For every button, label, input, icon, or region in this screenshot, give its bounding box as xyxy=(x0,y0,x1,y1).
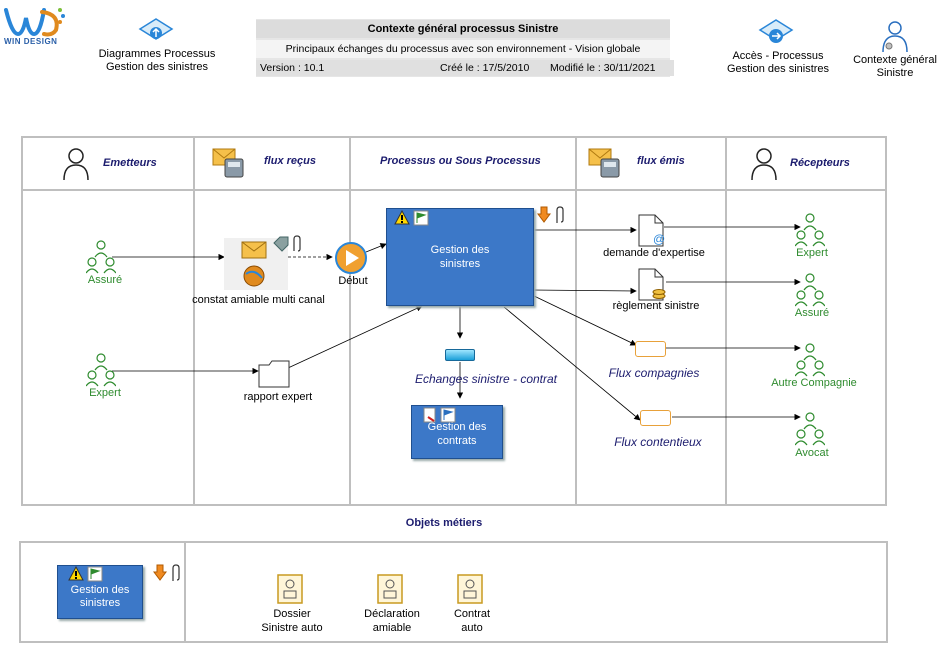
business-objects-title: Objets métiers xyxy=(405,517,483,529)
col-flux-in-header: flux reçus xyxy=(264,155,316,167)
object-declaration-line1: Déclaration xyxy=(364,608,420,620)
receiver-autre-compagnie-label: Autre Compagnie xyxy=(771,377,857,389)
flux-contentieux-box[interactable] xyxy=(640,410,671,426)
created-label: Créé le : 17/5/2010 xyxy=(436,60,546,76)
actor-group-icon xyxy=(86,353,116,387)
flux-compagnies-box[interactable] xyxy=(635,341,666,357)
constat-label: constat amiable multi canal xyxy=(192,294,325,306)
nav-context-button[interactable]: Contexte général Sinistre xyxy=(848,20,942,82)
flux-compagnies-label: Flux compagnies xyxy=(608,366,700,380)
nav-access-button[interactable]: Accès - Processus Gestion des sinistres xyxy=(718,16,838,76)
arrow-down-paperclip-icon xyxy=(537,206,564,223)
receiver-assure-label: Assuré xyxy=(794,307,830,319)
col-flux-out-header: flux émis xyxy=(637,155,685,167)
start-label: Début xyxy=(338,275,368,287)
object-dossier-line2: Sinistre auto xyxy=(261,622,323,634)
nav-context-line2: Sinistre xyxy=(876,67,914,79)
col-receivers-header: Récepteurs xyxy=(790,157,850,169)
flux-contentieux-label: Flux contentieux xyxy=(614,435,702,449)
exchange-label: Echanges sinistre - contrat xyxy=(414,372,558,386)
nav-diagrams-button[interactable]: Diagrammes Processus Gestion des sinistr… xyxy=(92,15,222,75)
object-contrat-line1: Contrat xyxy=(453,608,491,620)
actor-group-icon xyxy=(795,213,825,247)
windesign-logo: WIN DESIGN xyxy=(2,4,66,46)
business-object-icon[interactable] xyxy=(377,574,403,604)
object-contrat-line2: auto xyxy=(461,622,483,634)
nav-context-line1: Contexte général xyxy=(853,54,937,66)
exchange-connector[interactable] xyxy=(445,349,475,361)
graduation-arrow-up-icon xyxy=(138,18,174,40)
document-at-icon: @ xyxy=(638,214,665,247)
actor-group-icon xyxy=(795,412,825,446)
nav-diagrams-line2: Gestion des sinistres xyxy=(105,61,209,73)
main-process-line2: sinistres xyxy=(439,258,481,270)
mail-phone-icon xyxy=(212,148,244,178)
business-process-line1: Gestion des xyxy=(70,584,130,596)
business-process-line2: sinistres xyxy=(79,597,121,609)
document-coins-icon xyxy=(638,268,666,301)
nav-diagrams-line1: Diagrammes Processus xyxy=(98,48,216,60)
reglement-label: règlement sinistre xyxy=(612,300,700,312)
emitter-assure-label: Assuré xyxy=(87,274,123,286)
object-declaration-line2: amiable xyxy=(372,622,412,634)
actor-group-icon xyxy=(795,343,825,377)
modified-label: Modifié le : 30/11/2021 xyxy=(546,60,674,76)
page-title: Contexte général processus Sinistre xyxy=(256,20,670,38)
start-play-icon[interactable] xyxy=(334,241,368,275)
mail-globe-icon xyxy=(241,241,267,287)
version-label: Version : 10.1 xyxy=(256,60,438,76)
col-process-header: Processus ou Sous Processus xyxy=(380,155,541,167)
folder-icon xyxy=(258,360,290,388)
rapport-label: rapport expert xyxy=(243,391,313,403)
object-dossier-line1: Dossier xyxy=(273,608,311,620)
actor-group-icon xyxy=(86,240,116,274)
doc-flag-icon xyxy=(423,407,456,423)
page-subtitle: Principaux échanges du processus avec so… xyxy=(256,40,670,58)
main-process-line1: Gestion des xyxy=(430,244,490,256)
person-outline-icon xyxy=(751,148,777,181)
actor-group-icon xyxy=(795,273,825,307)
svg-text:@: @ xyxy=(653,232,665,246)
warning-flag-icon xyxy=(68,566,103,582)
user-badge-icon xyxy=(882,21,908,53)
main-process-box[interactable]: Gestion des sinistres xyxy=(386,208,534,306)
receiver-expert-label: Expert xyxy=(796,247,828,259)
graduation-arrow-right-icon xyxy=(758,19,794,43)
emitter-expert-label: Expert xyxy=(89,387,121,399)
logo-name: WIN DESIGN xyxy=(4,37,58,46)
arrow-down-paperclip-icon xyxy=(153,564,180,581)
nav-access-line1: Accès - Processus xyxy=(732,50,824,62)
business-object-icon[interactable] xyxy=(277,574,303,604)
sub-process-line2: contrats xyxy=(437,435,477,447)
receiver-avocat-label: Avocat xyxy=(795,447,829,459)
nav-access-line2: Gestion des sinistres xyxy=(726,63,830,75)
warning-flag-icon xyxy=(394,210,429,226)
business-object-icon[interactable] xyxy=(457,574,483,604)
tag-paperclip-icon xyxy=(273,235,301,252)
demande-label: demande d'expertise xyxy=(603,247,705,259)
person-outline-icon xyxy=(63,148,89,181)
windesign-logo-icon xyxy=(4,8,65,37)
mail-phone-icon xyxy=(588,148,620,178)
sub-process-line1: Gestion des xyxy=(427,421,487,433)
col-emitters-header: Emetteurs xyxy=(103,157,157,169)
